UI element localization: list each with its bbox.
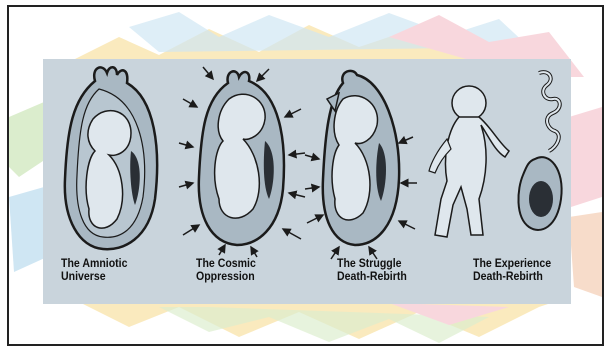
stage-cosmic-womb (179, 67, 305, 257)
caption-struggle-death-rebirth: The Struggle Death-Rebirth (337, 257, 434, 283)
illustration-panel: The Amniotic Universe The Cosmic Oppress… (43, 59, 571, 304)
stage-amniotic-womb (65, 67, 157, 249)
caption-amniotic-universe: The Amniotic Universe (61, 257, 158, 283)
stage-newborn-figure (429, 86, 509, 237)
caption-cosmic-oppression: The Cosmic Oppression (196, 257, 293, 283)
stage-struggle-womb (305, 71, 417, 259)
slide-frame: The Amniotic Universe The Cosmic Oppress… (7, 5, 604, 346)
stage-placenta-cord (518, 72, 561, 230)
caption-experience-death-rebirth: The Experience Death-Rebirth (473, 257, 570, 283)
